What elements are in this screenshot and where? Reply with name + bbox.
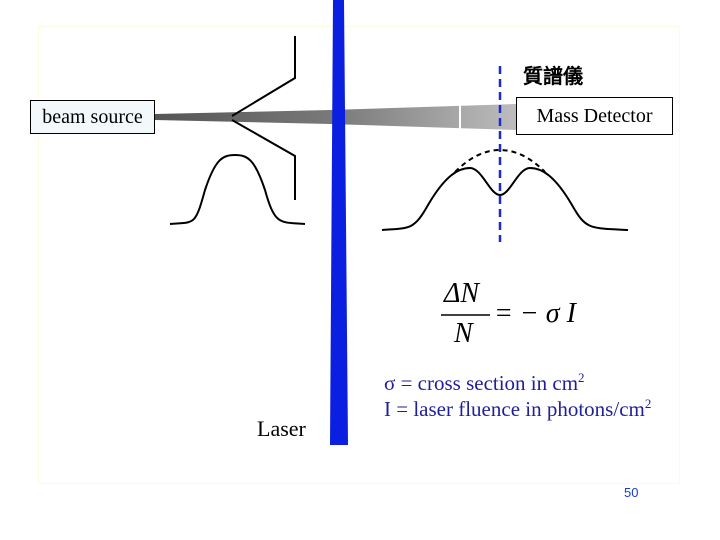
depleted-beam-profile bbox=[381, 166, 629, 231]
formula-rhs: = − σ I bbox=[494, 298, 576, 329]
beam-source-label: beam source bbox=[30, 100, 155, 134]
page-number: 50 bbox=[624, 485, 639, 500]
undepleted-beam-profile bbox=[454, 148, 546, 173]
laser-beam bbox=[330, 0, 348, 445]
formula-denominator: N bbox=[454, 318, 473, 349]
slide-frame bbox=[38, 26, 680, 484]
fluence-definition-exponent: 2 bbox=[644, 396, 652, 411]
mass-detector-label: Mass Detector bbox=[516, 97, 673, 135]
sigma-definition-text: σ = cross section in cm bbox=[384, 371, 579, 395]
sigma-definition: σ = cross section in cm2 bbox=[384, 370, 585, 396]
left-beam-profile bbox=[169, 153, 306, 225]
fluence-definition: I = laser fluence in photons/cm2 bbox=[384, 396, 651, 422]
mass-spectrometer-label: 質譜儀 bbox=[523, 64, 583, 88]
skimmer bbox=[231, 36, 296, 200]
fluence-definition-text: I = laser fluence in photons/cm bbox=[384, 397, 645, 421]
sigma-definition-exponent: 2 bbox=[578, 370, 585, 385]
formula-numerator: ΔN bbox=[444, 278, 480, 309]
laser-label: Laser bbox=[257, 416, 306, 441]
